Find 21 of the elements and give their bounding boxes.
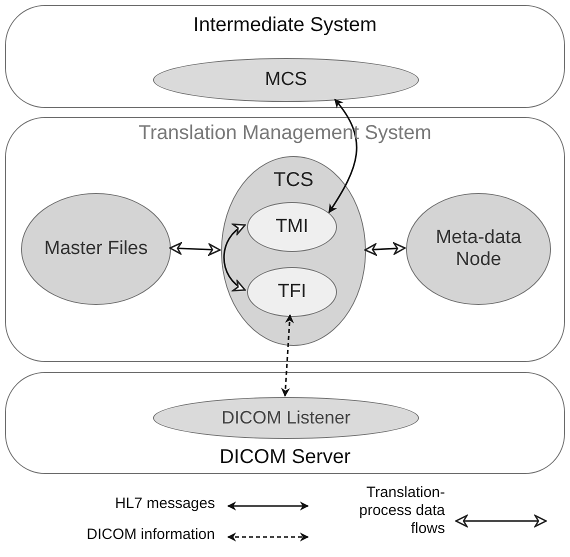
arrow: [281, 314, 294, 397]
arrow: [223, 224, 246, 291]
node-label: TMI: [274, 216, 310, 238]
system-band: [5, 372, 565, 474]
system-band: [5, 117, 565, 362]
system-band: [5, 5, 565, 108]
node-label: Master Files: [43, 238, 149, 260]
legend-text: DICOM information: [86, 526, 215, 544]
node-label: DICOM Listener: [220, 408, 352, 428]
node-label: MCS: [264, 69, 308, 91]
node-label: TFI: [276, 281, 308, 303]
legend-text: HL7 messages: [114, 495, 215, 513]
node-label: Meta-data Node: [434, 227, 522, 271]
system-title: DICOM Server: [218, 446, 352, 469]
interface-ellipse: [247, 202, 337, 252]
arrow: [169, 242, 221, 256]
arrow: [328, 98, 358, 214]
system-title: Intermediate System: [192, 14, 378, 37]
arrow: [364, 242, 406, 256]
system-title: TCS: [272, 169, 314, 192]
legend-text: Translation-process data flows: [358, 484, 445, 538]
